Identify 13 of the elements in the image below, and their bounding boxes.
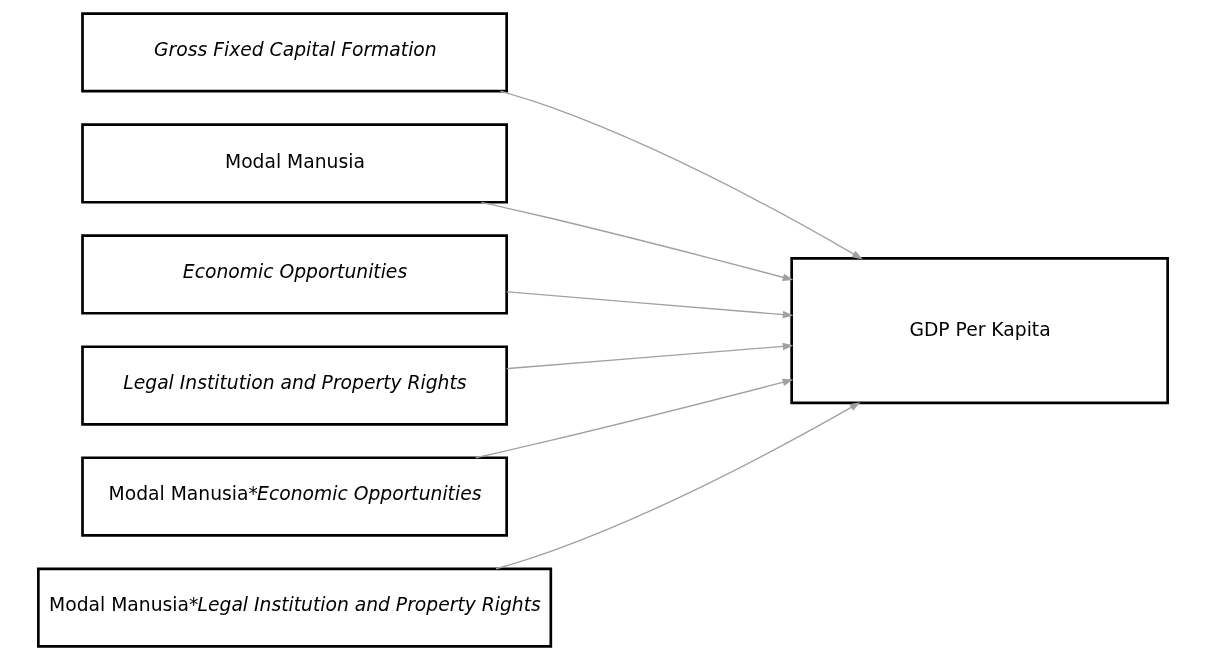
arrow [505,342,794,370]
node-box: Modal Manusia*Economic Opportunities [80,456,508,537]
arrow [494,402,860,570]
node-box: GDP Per Kapita [789,257,1169,405]
node-box: Gross Fixed Capital Formation [80,12,508,93]
node-box: Modal Manusia*Legal Institution and Property Rights [36,567,552,648]
arrow [480,201,793,281]
arrow [499,90,863,260]
arrow [505,291,794,319]
node-box: Economic Opportunities [80,234,508,315]
node-box: Legal Institution and Property Rights [80,345,508,426]
arrow [474,378,793,459]
node-box: Modal Manusia [80,123,508,204]
